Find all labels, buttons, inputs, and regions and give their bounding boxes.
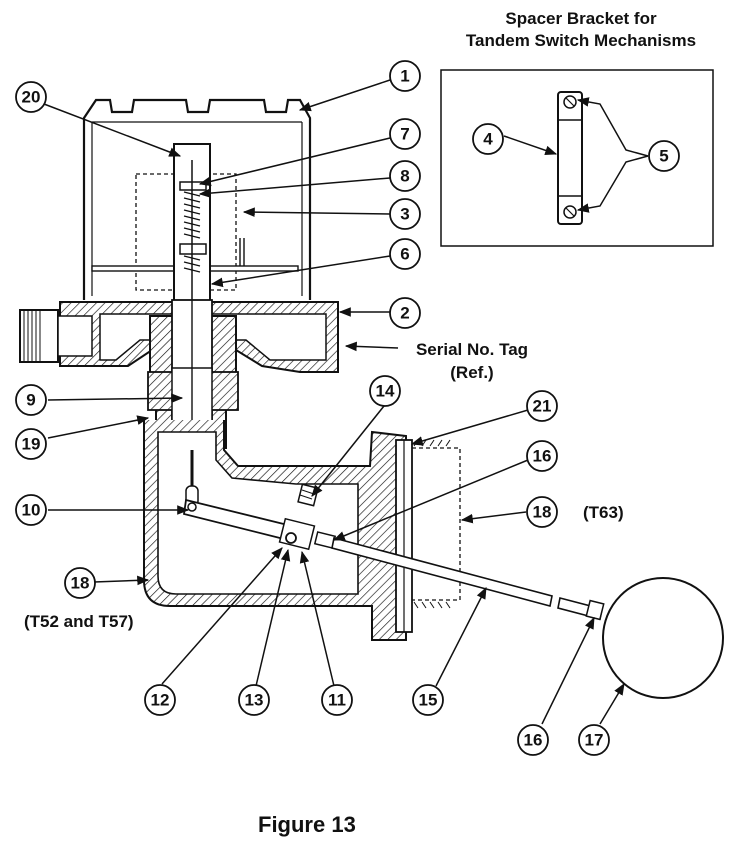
pivot-pin-upper	[187, 502, 197, 512]
t52-t57-label: (T52 and T57)	[24, 612, 134, 631]
serial-tag-line1: Serial No. Tag	[415, 340, 529, 359]
callout-7: 7	[389, 118, 421, 150]
spacer-bracket	[557, 91, 583, 225]
svg-text:16: 16	[524, 731, 543, 750]
callout-16-upper: 16	[526, 440, 558, 472]
svg-text:21: 21	[533, 397, 552, 416]
callout-16-lower: 16	[517, 724, 549, 756]
callout-20: 20	[15, 81, 47, 113]
svg-text:19: 19	[22, 435, 41, 454]
float-ball	[602, 577, 724, 699]
callout-15: 15	[412, 684, 444, 716]
svg-text:15: 15	[419, 691, 438, 710]
svg-text:2: 2	[400, 304, 409, 323]
svg-text:1: 1	[400, 67, 409, 86]
svg-text:18: 18	[71, 574, 90, 593]
plunger-column	[173, 143, 211, 303]
callout-13: 13	[238, 684, 270, 716]
serial-tag-label: Serial No. Tag (Ref.)	[402, 338, 542, 384]
svg-text:14: 14	[376, 382, 395, 401]
callout-3: 3	[389, 198, 421, 230]
svg-text:13: 13	[245, 691, 264, 710]
inset-title: Spacer Bracket for Tandem Switch Mechani…	[436, 8, 726, 52]
svg-text:16: 16	[533, 447, 552, 466]
callout-2: 2	[389, 297, 421, 329]
inset-title-line2: Tandem Switch Mechanisms	[465, 31, 697, 50]
callout-5: 5	[648, 140, 680, 172]
svg-text:17: 17	[585, 731, 604, 750]
svg-text:4: 4	[483, 130, 493, 149]
inset-title-line1: Spacer Bracket for	[505, 9, 657, 28]
callout-8: 8	[389, 160, 421, 192]
leader-lines	[43, 79, 649, 725]
callout-11: 11	[321, 684, 353, 716]
svg-text:9: 9	[26, 391, 35, 410]
callout-10: 10	[15, 494, 47, 526]
callout-9: 9	[15, 384, 47, 416]
float-arm-assembly	[182, 450, 724, 699]
svg-text:5: 5	[659, 147, 668, 166]
callout-19: 19	[15, 428, 47, 460]
callout-14: 14	[369, 375, 401, 407]
svg-text:3: 3	[400, 205, 409, 224]
pivot-pin	[285, 532, 297, 544]
svg-text:7: 7	[400, 125, 409, 144]
svg-text:8: 8	[400, 167, 409, 186]
svg-text:18: 18	[533, 503, 552, 522]
callout-21: 21	[526, 390, 558, 422]
svg-text:20: 20	[22, 88, 41, 107]
callout-4: 4	[472, 123, 504, 155]
callout-6: 6	[389, 238, 421, 270]
t63-label: (T63)	[583, 503, 624, 522]
figure-caption: Figure 13	[258, 812, 356, 837]
conduit-hub	[19, 309, 59, 363]
serial-tag-line2: (Ref.)	[450, 363, 494, 382]
svg-text:11: 11	[328, 691, 346, 710]
spacer-bracket-inset	[440, 69, 714, 247]
callout-12: 12	[144, 684, 176, 716]
callout-17: 17	[578, 724, 610, 756]
svg-text:10: 10	[22, 501, 41, 520]
svg-text:12: 12	[151, 691, 170, 710]
svg-text:6: 6	[400, 245, 409, 264]
callout-18-left: 18	[64, 567, 96, 599]
callout-1: 1	[389, 60, 421, 92]
callout-18-right: 18	[526, 496, 558, 528]
